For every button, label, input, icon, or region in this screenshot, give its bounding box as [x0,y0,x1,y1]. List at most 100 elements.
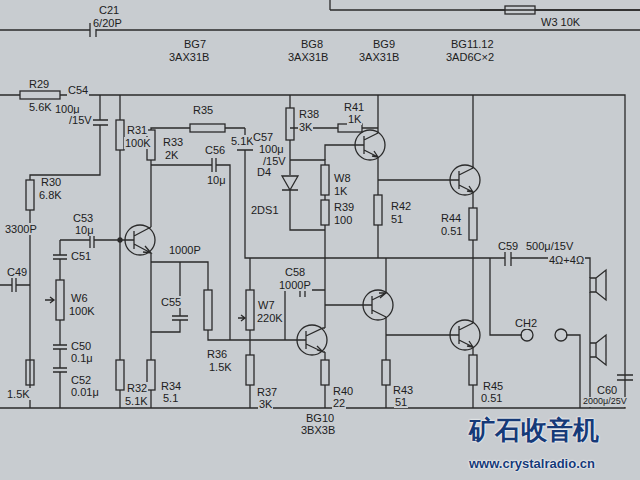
component-label: 22 [332,397,346,409]
component-label: 1.5K [208,361,233,373]
component-label: BG7 [183,38,207,50]
component-label: W3 10K [540,16,581,28]
component-label: 0.01μ [70,386,100,398]
transistor-leads [372,293,386,317]
watermark: 矿石收音机 [468,416,600,445]
component-label: 5.6K [28,101,53,113]
component-label: 3BX3B [300,424,336,436]
component-label: C51 [70,250,92,262]
wire [386,258,459,408]
component-label: 4Ω+4Ω [548,254,585,266]
component-label: R41 [343,101,365,113]
transistor-leads [459,323,473,347]
transistor-leads [364,133,378,157]
component-label: 10μ [206,174,227,186]
component-label: C54 [67,84,89,96]
wire [325,304,372,305]
resistor-symbol [116,120,124,150]
component-label: C53 [72,212,94,224]
capacitor-symbol [285,283,325,340]
speaker-symbol [590,270,606,300]
wire [53,240,67,408]
transistor-leads [134,227,151,253]
transistor-symbol [297,325,327,355]
capacitor-symbol [505,250,511,266]
component-label: 6/20P [92,17,123,29]
supply-rail [0,95,625,408]
wire [151,262,230,340]
component-label: C60 [596,384,618,396]
resistor-symbol [116,360,124,390]
component-label: 5.1K [230,135,255,147]
component-label: R44 [440,212,462,224]
wire [290,95,325,328]
resistor-symbol [321,360,329,385]
component-label: R42 [390,200,412,212]
component-label: 6.8K [38,189,63,201]
resistor-symbol [246,355,254,385]
component-label: 220K [256,312,284,324]
component-label: C49 [6,266,28,278]
transistor-symbol [450,165,480,195]
component-label: BG8 [300,38,324,50]
resistor-symbol [505,6,535,14]
resistor-symbol [147,360,155,390]
component-label: BG11.12 [450,38,495,50]
component-label: 1000P [168,244,202,256]
component-label: 3AX31B [358,51,400,63]
resistor-symbol [469,355,477,385]
component-label: R38 [298,108,320,120]
component-label: C55 [160,296,182,308]
component-label: W6 [70,292,89,304]
component-label: W8 [333,172,352,184]
potentiometer-symbol [246,290,254,330]
wire [325,145,364,160]
component-label: 1K [333,185,348,197]
component-label: 1000P [278,279,312,291]
capacitor-symbol [60,232,134,248]
component-label: 100μ [258,143,285,155]
component-label: R36 [206,348,228,360]
component-label: 3300P [4,223,38,235]
component-label: 1K [347,113,362,125]
transistor-leads [306,328,325,408]
component-label: R40 [332,385,354,397]
component-label: 100 [333,214,353,226]
wire [472,95,473,258]
resistor-symbol [338,124,362,132]
component-label: R30 [40,176,62,188]
resistor-symbol [26,360,34,385]
component-label: C57 [252,131,274,143]
resistor-symbol [469,208,477,240]
resistor-symbol [190,124,225,132]
capacitor-symbol [617,375,633,380]
component-label: 2K [164,149,179,161]
component-label: R33 [162,136,184,148]
component-label: 5.1 [162,392,179,404]
component-label: 0.1μ [70,352,94,364]
component-label: C58 [284,266,306,278]
capacitor-symbol [151,158,230,340]
component-label: R34 [160,380,182,392]
frame-line [330,0,640,10]
wire [480,9,640,10]
component-label: C52 [70,374,92,386]
component-label: R31 [126,124,148,136]
capacitor-symbol [0,278,30,292]
resistor-symbol [20,91,60,99]
component-label: R43 [392,384,414,396]
component-label: 0.51 [440,225,463,237]
resistor-symbol [374,195,382,225]
component-label: C21 [98,4,120,16]
transistor-symbol [450,320,480,350]
resistor-symbol [286,108,294,140]
component-label: 3AX31B [168,51,210,63]
component-label: 2000μ/25V [582,397,628,407]
component-label: 100K [124,137,152,149]
resistor-symbol [26,180,34,210]
component-label: R29 [28,78,50,90]
diode-symbol [282,176,298,200]
transistor-symbol [355,130,385,160]
resistor-symbol [382,360,390,385]
component-label: 3AD6C×2 [445,51,495,63]
